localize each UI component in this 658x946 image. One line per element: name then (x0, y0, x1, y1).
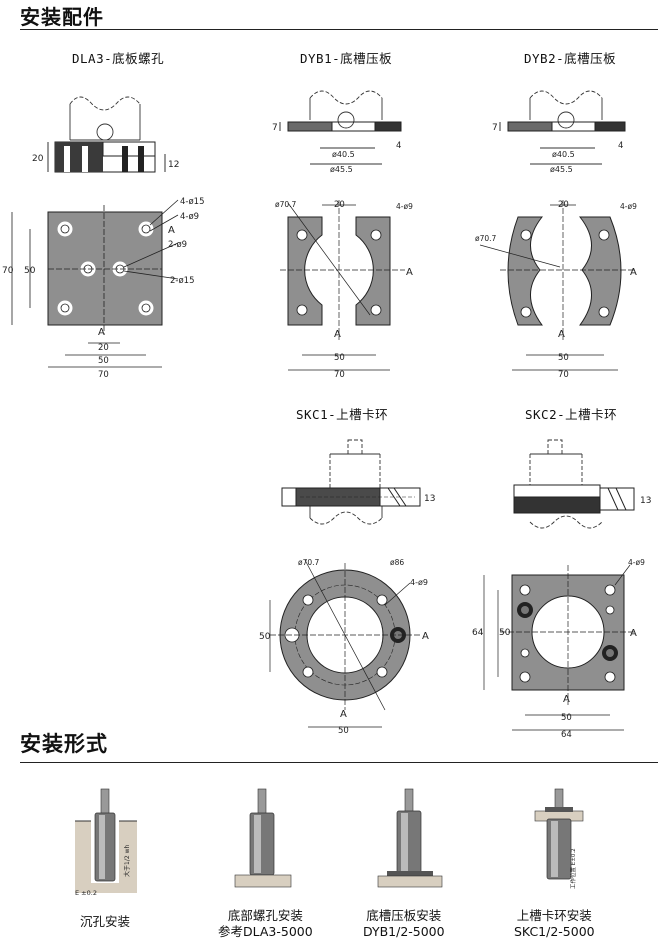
dyb2-dim-20: 20 (558, 200, 569, 210)
skc2-dim-64-h: 64 (561, 730, 572, 740)
dla3-dim-4-d9: 4-ø9 (180, 212, 199, 222)
dyb1-dim-d455: ø45.5 (330, 165, 353, 174)
skc1-dim-13: 13 (424, 494, 435, 504)
install-base-slot-title: 底槽压板安装 (366, 908, 442, 923)
skc1-section-a-bottom: A (340, 709, 347, 720)
dla3-dim-4-d15: 4-ø15 (180, 197, 205, 207)
skc1-section-a-right: A (422, 631, 429, 642)
install-top-slot-caption: 上槽卡环安装 SKC1/2-5000 (514, 908, 595, 940)
dyb2-dim-7: 7 (492, 123, 498, 133)
part-label-skc1: SKC1-上槽卡环 (296, 407, 389, 422)
dla3-dim-50-v: 50 (24, 266, 36, 276)
dyb2-dim-d405: ø40.5 (552, 150, 575, 159)
skc1-dim-50-h: 50 (338, 726, 349, 736)
dyb1-side-drawing: 7 4 ø40.5 ø45.5 (272, 90, 402, 174)
dla3-dim-70-h: 70 (98, 370, 109, 380)
dyb1-dim-50: 50 (334, 353, 345, 363)
part-label-skc2: SKC2-上槽卡环 (525, 407, 618, 422)
install-sink-note-e: E ±0.2 (75, 889, 97, 897)
install-base-thread-drawing (234, 788, 292, 888)
dyb2-dim-d455: ø45.5 (550, 165, 573, 174)
dyb2-dim-4-d9: 4-ø9 (620, 202, 637, 211)
dyb1-dim-4: 4 (396, 141, 401, 151)
part-label-dyb2: DYB2-底槽压板 (524, 51, 617, 66)
install-base-thread-caption: 底部螺孔安装 参考DLA3-5000 (218, 908, 313, 940)
skc2-plan-drawing: 4-ø9 64 50 A A 50 64 (472, 558, 645, 740)
dla3-dim-70-v: 70 (2, 266, 14, 276)
dyb1-dim-d707: ø70.7 (275, 200, 297, 209)
install-base-thread-title: 底部螺孔安装 (227, 908, 303, 923)
dla3-section-a-right: A (168, 225, 175, 236)
dyb1-section-a-right: A (406, 267, 413, 278)
skc2-section-a-bottom: A (563, 694, 570, 705)
dyb2-side-drawing: 7 4 ø40.5 ø45.5 (492, 90, 626, 174)
part-label-dla3: DLA3-底板螺孔 (72, 51, 165, 66)
dla3-plan-drawing: 4-ø15 4-ø9 A 2-ø9 2-ø15 70 50 A 20 50 70 (2, 197, 205, 380)
dla3-dim-20: 20 (32, 154, 44, 164)
skc2-dim-50-h: 50 (561, 713, 572, 723)
install-base-slot-caption: 底槽压板安装 DYB1/2-5000 (363, 908, 445, 940)
dyb2-plan-drawing: ø70.7 20 4-ø9 A A 50 70 (475, 200, 637, 380)
dla3-side-drawing: 20 12 (32, 96, 179, 173)
dla3-section-a-bottom: A (98, 327, 105, 338)
accessories-title: 安装配件 (20, 5, 104, 29)
skc2-dim-50-v: 50 (499, 628, 511, 638)
dyb2-section-a-bottom: A (558, 329, 565, 340)
install-forms-title: 安装形式 (20, 732, 108, 756)
dyb1-dim-d405: ø40.5 (332, 150, 355, 159)
install-sink-caption: 沉孔安装 (80, 914, 131, 929)
dyb1-dim-7: 7 (272, 123, 278, 133)
part-label-dyb1: DYB1-底槽压板 (300, 51, 393, 66)
skc1-dim-50-v: 50 (259, 632, 271, 642)
dla3-dim-2-d9: 2-ø9 (168, 240, 187, 250)
dyb1-plan-drawing: ø70.7 20 4-ø9 A A 50 70 (275, 200, 413, 380)
dla3-dim-2-d15: 2-ø15 (170, 276, 195, 286)
skc2-dim-13: 13 (640, 496, 651, 506)
install-sink-note-depth: 大于1/2 wh (123, 845, 131, 877)
skc2-dim-4-d9: 4-ø9 (628, 558, 645, 567)
install-base-slot-drawing (377, 788, 443, 888)
dyb1-dim-70: 70 (334, 370, 345, 380)
accessories-divider (20, 29, 658, 30)
install-top-slot-drawing: 工作位置 E±0.2 (534, 788, 584, 889)
dla3-dim-20-h: 20 (98, 343, 109, 353)
dyb1-dim-20: 20 (334, 200, 345, 210)
install-sink-drawing: E ±0.2 大于1/2 wh (75, 788, 137, 897)
dyb2-section-a-right: A (630, 267, 637, 278)
dyb2-dim-d707: ø70.7 (475, 234, 497, 243)
dyb2-dim-70: 70 (558, 370, 569, 380)
dla3-dim-12: 12 (168, 160, 179, 170)
install-top-slot-ref: SKC1/2-5000 (514, 924, 595, 939)
dla3-dim-50-h: 50 (98, 356, 109, 366)
install-top-slot-title: 上槽卡环安装 (516, 908, 592, 923)
dyb2-dim-4: 4 (618, 141, 623, 151)
install-top-slot-note: 工作位置 E±0.2 (569, 848, 577, 889)
install-base-thread-ref: 参考DLA3-5000 (218, 924, 313, 939)
skc1-dim-d707: ø70.7 (298, 558, 320, 567)
skc2-side-drawing: 13 (513, 439, 651, 529)
install-base-slot-ref: DYB1/2-5000 (363, 924, 445, 939)
skc2-dim-64-v: 64 (472, 628, 484, 638)
install-forms-divider (20, 762, 658, 763)
skc2-section-a-right: A (630, 628, 637, 639)
dyb1-section-a-bottom: A (334, 329, 341, 340)
dyb1-dim-4-d9: 4-ø9 (396, 202, 413, 211)
skc1-dim-d86: ø86 (390, 558, 404, 567)
skc1-dim-4-d9: 4-ø9 (410, 578, 428, 587)
skc1-side-drawing: 13 (281, 439, 435, 525)
skc1-plan-drawing: ø70.7 ø86 4-ø9 50 A A 50 (259, 558, 429, 736)
dyb2-dim-50: 50 (558, 353, 569, 363)
